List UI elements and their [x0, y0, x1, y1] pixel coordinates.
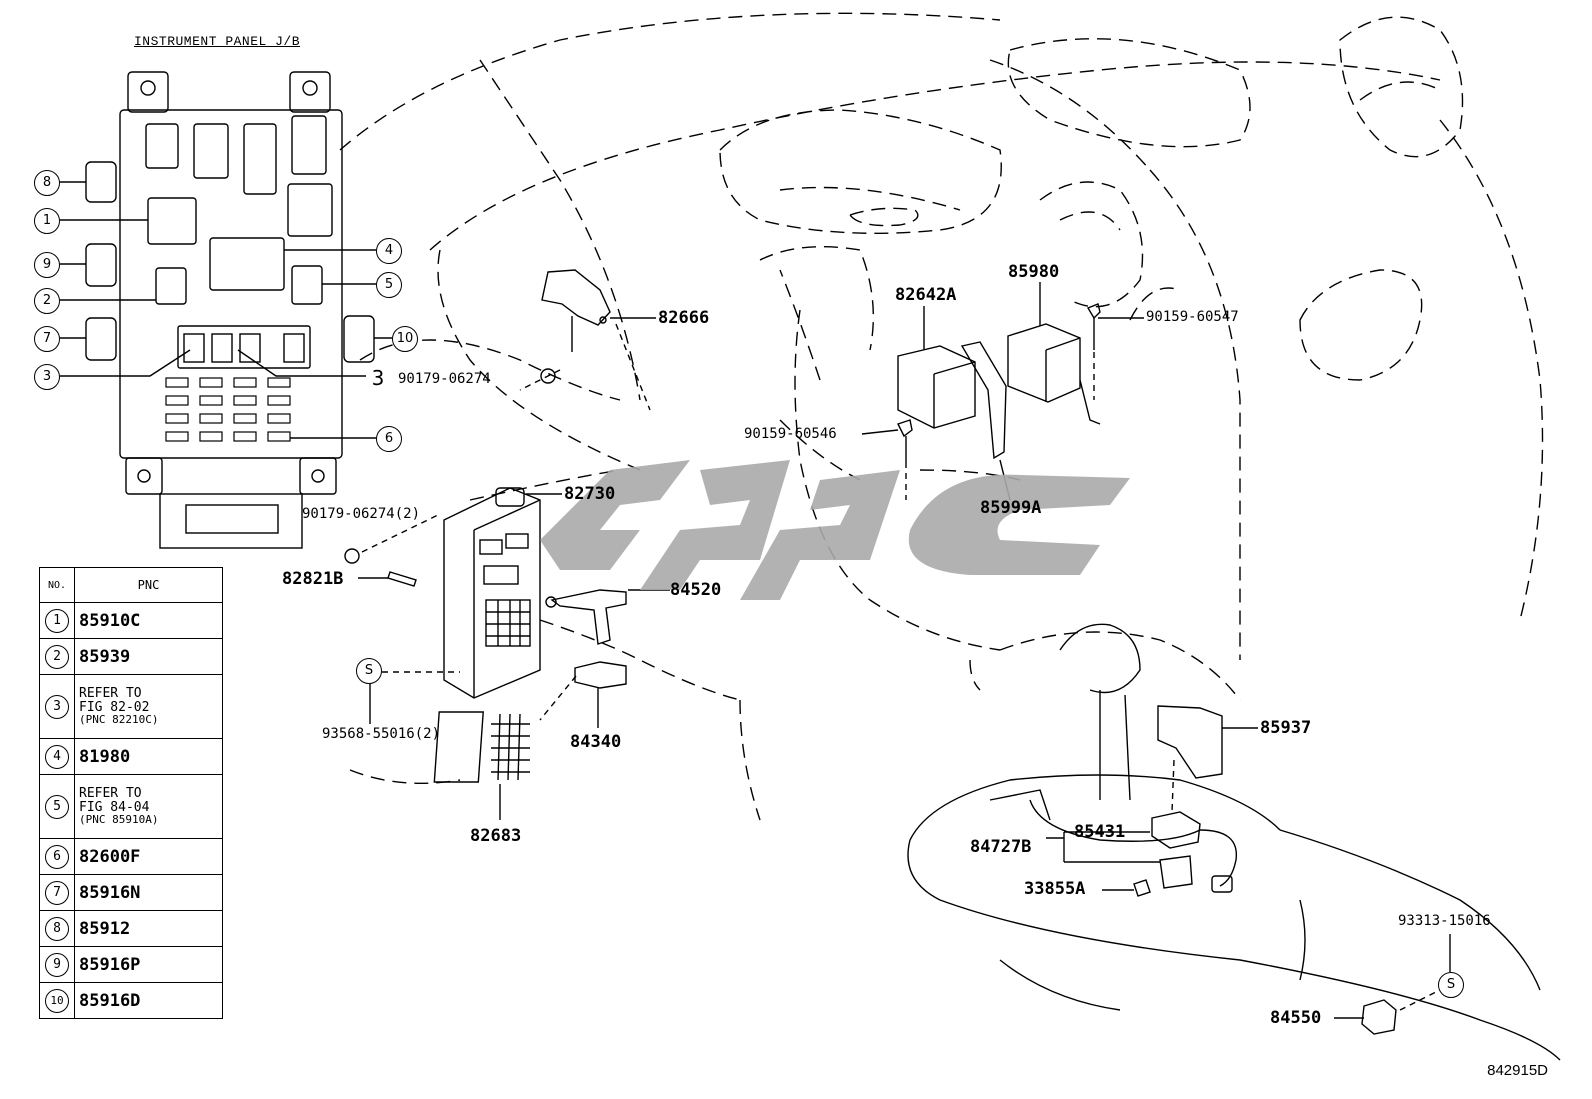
part-82666[interactable]: 82666 [658, 308, 710, 328]
dashboard-outline [339, 12, 1544, 821]
part-90179-06274[interactable]: 90179-06274 [398, 371, 491, 387]
row-number: 3 [45, 694, 69, 719]
part-90179-06274-2[interactable]: 90179-06274(2) [302, 506, 421, 522]
row-pnc: 81980 [74, 738, 223, 775]
row-number: 7 [45, 880, 69, 905]
row-ref-line: REFER TO [79, 786, 142, 802]
callout-9[interactable]: 9 [34, 252, 60, 278]
row-number: 8 [45, 916, 69, 941]
callout-1[interactable]: 1 [34, 208, 60, 234]
part-93568-55016-2[interactable]: 93568-55016(2) [322, 726, 441, 742]
part-85937[interactable]: 85937 [1260, 718, 1312, 738]
table-row[interactable]: 9 85916P [39, 946, 223, 983]
row-number: 1 [45, 608, 69, 633]
row-number: 5 [45, 794, 69, 819]
row-pnc: 85939 [74, 638, 223, 675]
row-pnc: 85912 [74, 910, 223, 947]
part-84340[interactable]: 84340 [570, 732, 622, 752]
table-header-row: NO. PNC [39, 567, 223, 603]
part-82642a[interactable]: 82642A [895, 285, 957, 305]
figure-code: 842915D [1487, 1062, 1548, 1079]
table-row[interactable]: 1 85910C [39, 602, 223, 639]
component-sketches [344, 269, 1397, 1035]
s-mark-left: S [356, 658, 382, 684]
row-number: 6 [45, 844, 69, 869]
table-row[interactable]: 2 85939 [39, 638, 223, 675]
callout-7[interactable]: 7 [34, 326, 60, 352]
part-82730[interactable]: 82730 [564, 484, 616, 504]
part-84727b[interactable]: 84727B [970, 837, 1032, 857]
junction-block-drawing [60, 71, 392, 549]
callout-3-ref[interactable]: 3 [366, 366, 390, 390]
table-row[interactable]: 7 85916N [39, 874, 223, 911]
row-number: 2 [45, 644, 69, 669]
header-pnc: PNC [74, 567, 223, 603]
callout-6[interactable]: 6 [376, 426, 402, 452]
row-ref-line: (PNC 85910A) [79, 813, 159, 827]
table-row[interactable]: 8 85912 [39, 910, 223, 947]
table-row[interactable]: 6 82600F [39, 838, 223, 875]
part-90159-60546[interactable]: 90159-60546 [744, 426, 837, 442]
row-pnc: 85916N [74, 874, 223, 911]
part-85999a[interactable]: 85999A [980, 498, 1042, 518]
row-ref-line: (PNC 82210C) [79, 713, 159, 727]
watermark-logo [540, 460, 1130, 600]
callout-8[interactable]: 8 [34, 170, 60, 196]
leader-lines [358, 282, 1451, 1019]
part-84520[interactable]: 84520 [670, 580, 722, 600]
row-pnc: 82600F [74, 838, 223, 875]
dashed-leaders [361, 323, 1441, 1011]
table-row[interactable]: 3 REFER TO FIG 82-02 (PNC 82210C) [39, 674, 223, 739]
part-33855a[interactable]: 33855A [1024, 879, 1086, 899]
part-93313-15016[interactable]: 93313-15016 [1398, 913, 1491, 929]
table-row[interactable]: 5 REFER TO FIG 84-04 (PNC 85910A) [39, 774, 223, 839]
row-ref-line: FIG 84-04 [79, 799, 150, 815]
diagram-title: INSTRUMENT PANEL J/B [134, 34, 301, 49]
table-row[interactable]: 10 85916D [39, 982, 223, 1019]
row-pnc: 85916D [74, 982, 223, 1019]
console-outline [907, 623, 1561, 1061]
callout-10[interactable]: 10 [392, 326, 418, 352]
callout-5[interactable]: 5 [376, 272, 402, 298]
row-ref-line: FIG 82-02 [79, 699, 150, 715]
part-82683[interactable]: 82683 [470, 826, 522, 846]
row-ref-line: REFER TO [79, 686, 142, 702]
row-pnc: 85916P [74, 946, 223, 983]
pnc-table: NO. PNC 1 85910C 2 85939 3 REFER TO FIG … [39, 567, 223, 1019]
row-pnc: 85910C [74, 602, 223, 639]
row-number: 10 [45, 988, 69, 1013]
callout-2[interactable]: 2 [34, 288, 60, 314]
callout-3[interactable]: 3 [34, 364, 60, 390]
row-number: 4 [45, 744, 69, 769]
header-no: NO. [39, 567, 75, 603]
row-number: 9 [45, 952, 69, 977]
part-82821b[interactable]: 82821B [282, 569, 344, 589]
callout-4[interactable]: 4 [376, 238, 402, 264]
s-mark-right: S [1438, 972, 1464, 998]
part-90159-60547[interactable]: 90159-60547 [1146, 309, 1239, 325]
part-85980[interactable]: 85980 [1008, 262, 1060, 282]
part-84550[interactable]: 84550 [1270, 1008, 1322, 1028]
part-85431[interactable]: 85431 [1074, 822, 1126, 842]
table-row[interactable]: 4 81980 [39, 738, 223, 775]
